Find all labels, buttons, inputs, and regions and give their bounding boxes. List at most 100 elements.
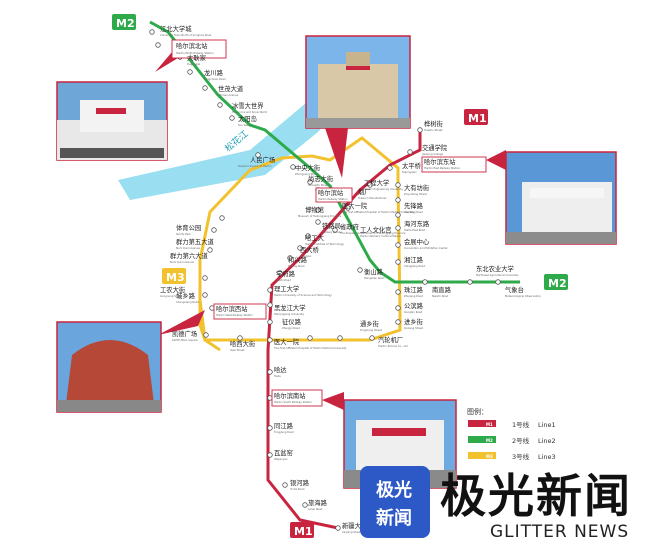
badge-m1-bottom: M1 <box>290 522 314 538</box>
svg-text:Shimao Avenue: Shimao Avenue <box>218 93 239 97</box>
legend: 图例： M1 1号线 Line1 M2 2号线 Line2 M3 3号线 Lin… <box>467 407 556 461</box>
svg-text:体育公园: 体育公园 <box>176 223 201 232</box>
svg-text:M1: M1 <box>486 422 493 427</box>
svg-text:Harbin Institute of Technology: Harbin Institute of Technology <box>305 242 344 246</box>
svg-text:人民广场: 人民广场 <box>250 155 275 164</box>
svg-text:Luhai Road: Luhai Road <box>308 507 323 511</box>
svg-text:Xianfeng Road: Xianfeng Road <box>404 210 423 214</box>
svg-text:Shangzhi Street: Shangzhi Street <box>308 183 329 187</box>
river-shape <box>118 82 345 200</box>
svg-text:M2: M2 <box>116 17 135 30</box>
svg-text:工农大街: 工农大街 <box>160 285 186 294</box>
svg-text:江北大学城: 江北大学城 <box>160 24 192 33</box>
svg-text:中央大街: 中央大街 <box>295 163 321 172</box>
svg-text:珠江路: 珠江路 <box>404 285 424 294</box>
svg-text:先锋路: 先锋路 <box>404 201 424 210</box>
svg-text:新疆大街: 新疆大街 <box>342 521 368 530</box>
svg-text:Harbin Ice and Snow World: Harbin Ice and Snow World <box>232 110 267 114</box>
svg-text:Harbin South Railway Station: Harbin South Railway Station <box>274 400 312 404</box>
svg-text:龙川路: 龙川路 <box>204 68 224 77</box>
svg-text:KAIDE MALL Square: KAIDE MALL Square <box>172 338 198 342</box>
svg-text:群力第六大道: 群力第六大道 <box>170 251 208 260</box>
svg-text:世茂大道: 世茂大道 <box>218 84 244 93</box>
svg-text:Xuefu Road: Xuefu Road <box>276 278 291 282</box>
svg-text:冰雪大世界: 冰雪大世界 <box>232 101 264 110</box>
svg-text:铁路局: 铁路局 <box>322 221 341 230</box>
svg-text:The People's Government of Hei: The People's Government of Heilongjiang … <box>340 231 406 235</box>
svg-text:图例：: 图例： <box>467 407 488 416</box>
badge-m2-top: M2 <box>112 14 136 30</box>
svg-text:The First Affiliated Hospital: The First Affiliated Hospital of Harbin … <box>342 210 415 214</box>
svg-text:工人文化宫: 工人文化宫 <box>360 225 391 234</box>
svg-text:2号线: 2号线 <box>512 436 530 445</box>
svg-text:Taipingqiao: Taipingqiao <box>402 170 417 174</box>
svg-text:Line3: Line3 <box>538 453 556 461</box>
svg-text:博物馆: 博物馆 <box>305 205 324 214</box>
svg-text:同江路: 同江路 <box>274 421 294 430</box>
svg-text:Line2: Line2 <box>538 437 556 445</box>
svg-text:M1: M1 <box>468 112 487 125</box>
svg-text:Haihe East Road: Haihe East Road <box>404 228 426 232</box>
svg-text:Chengxiang Road: Chengxiang Road <box>176 300 199 304</box>
svg-text:People's Square of Harbin: People's Square of Harbin <box>238 164 272 168</box>
svg-text:西大桥: 西大桥 <box>300 245 320 254</box>
svg-text:旅海路: 旅海路 <box>308 498 328 507</box>
svg-text:银河路: 银河路 <box>290 478 310 487</box>
svg-text:工程大学: 工程大学 <box>364 178 389 187</box>
svg-text:Dayoufang Street: Dayoufang Street <box>404 192 427 196</box>
line-2-route <box>149 20 520 284</box>
svg-text:Harbin University of Science a: Harbin University of Science and Technol… <box>274 293 332 297</box>
svg-text:海河东路: 海河东路 <box>404 219 430 228</box>
glitter-news-watermark: 极光 新闻 极光新闻 GLITTER NEWS <box>360 466 632 542</box>
svg-text:群力第五大道: 群力第五大道 <box>176 237 214 246</box>
svg-text:Zhujiang Road: Zhujiang Road <box>404 294 423 298</box>
svg-text:哈尔滨东站: 哈尔滨东站 <box>424 157 456 166</box>
svg-text:Hada: Hada <box>274 374 281 378</box>
svg-text:城乡路: 城乡路 <box>176 291 196 300</box>
svg-text:新闻: 新闻 <box>376 507 412 529</box>
svg-text:M3: M3 <box>166 271 185 284</box>
svg-text:极光: 极光 <box>376 479 412 501</box>
svg-text:哈尔滨南站: 哈尔滨南站 <box>274 391 306 400</box>
svg-text:汽轮机厂: 汽轮机厂 <box>378 335 403 344</box>
svg-text:The First Affiliated Hospital: The First Affiliated Hospital of Harbin … <box>274 346 347 350</box>
svg-text:大耿家: 大耿家 <box>187 53 207 62</box>
svg-text:Harbin Workers' Cultural Palac: Harbin Workers' Cultural Palace <box>360 234 401 238</box>
svg-text:Northeast Agricultural Univers: Northeast Agricultural University <box>476 273 519 277</box>
svg-text:湘江路: 湘江路 <box>404 255 424 264</box>
badge-m2-right: M2 <box>544 274 568 290</box>
svg-text:Xinjiang Street: Xinjiang Street <box>342 530 361 534</box>
svg-text:哈工大: 哈工大 <box>305 233 325 242</box>
svg-text:M2: M2 <box>486 438 493 443</box>
svg-text:Zhengyi Road: Zhengyi Road <box>282 326 300 330</box>
svg-text:医大一院: 医大一院 <box>274 337 300 346</box>
svg-text:凯德广场: 凯德广场 <box>172 329 197 338</box>
svg-text:Harbin Railway Station: Harbin Railway Station <box>318 197 348 201</box>
svg-text:1号线: 1号线 <box>512 420 530 429</box>
svg-text:哈达: 哈达 <box>274 365 287 374</box>
svg-text:Xidaqiao: Xidaqiao <box>300 254 312 258</box>
svg-text:Zhongyang Street: Zhongyang Street <box>295 172 318 176</box>
svg-text:Gongbin Road: Gongbin Road <box>404 310 423 314</box>
svg-text:公滨路: 公滨路 <box>404 301 424 310</box>
line-1-route <box>266 130 422 530</box>
svg-text:尚志大街: 尚志大街 <box>308 174 334 183</box>
svg-text:太阳岛: 太阳岛 <box>238 114 257 123</box>
svg-text:Hengshan Road: Hengshan Road <box>364 276 385 280</box>
svg-text:Railway Bureau: Railway Bureau <box>322 230 342 234</box>
svg-text:极光新闻: 极光新闻 <box>440 469 632 523</box>
svg-text:征仪路: 征仪路 <box>282 317 302 326</box>
svg-text:哈尔滨站: 哈尔滨站 <box>318 188 344 197</box>
svg-text:Xiangjiang Road: Xiangjiang Road <box>404 264 425 268</box>
svg-text:衡山路: 衡山路 <box>364 267 384 276</box>
svg-text:Tobacco Manufacturer: Tobacco Manufacturer <box>358 196 388 200</box>
photo-harbin-east <box>486 150 617 245</box>
svg-text:交通学院: 交通学院 <box>422 143 448 152</box>
svg-text:大有坊街: 大有坊街 <box>404 183 430 192</box>
station-labels: 江北大学城 University Town North of Songhua R… <box>160 24 541 534</box>
svg-text:Haxi Street: Haxi Street <box>230 348 245 352</box>
svg-text:Longchuan Road: Longchuan Road <box>204 77 226 81</box>
svg-text:和兴路: 和兴路 <box>288 255 308 264</box>
